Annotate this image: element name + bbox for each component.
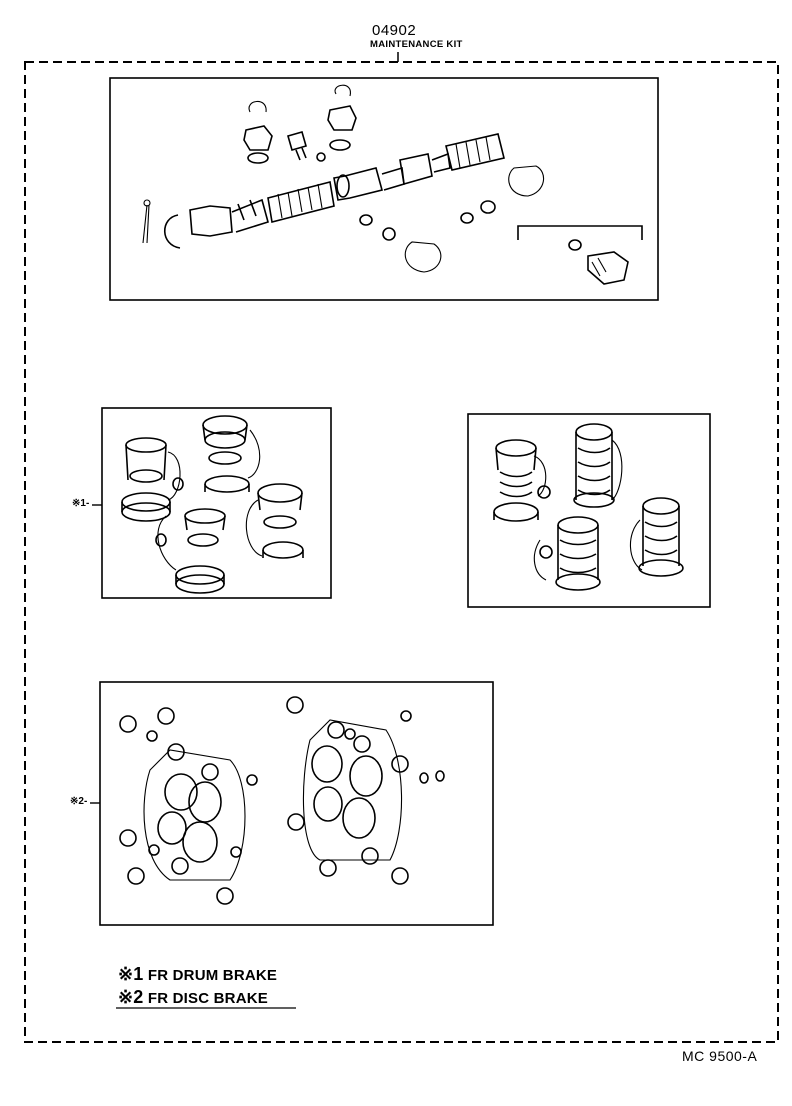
ref-mark-drum: ※1- [72,498,90,509]
legend-text: FR DRUM BRAKE [147,967,278,984]
kit-border [24,61,779,1043]
ref-mark-disc: ※2- [70,796,88,807]
diagram-code: MC 9500-A [682,1048,758,1064]
master-cylinder-panel [109,77,659,301]
legend-item-drum: ※1 FR DRUM BRAKE [118,964,277,985]
part-name: MAINTENANCE KIT [370,39,463,50]
drum-brake-kit-panel [92,407,332,599]
legend-mark: ※1 [118,964,144,984]
legend-text: FR DISC BRAKE [147,990,268,1007]
legend-item-disc: ※2 FR DISC BRAKE [118,987,268,1008]
part-number: 04902 [372,22,417,39]
legend-mark: ※2 [118,987,144,1007]
wheel-cylinder-kit-panel [467,413,711,608]
disc-brake-kit-panel [90,681,494,926]
